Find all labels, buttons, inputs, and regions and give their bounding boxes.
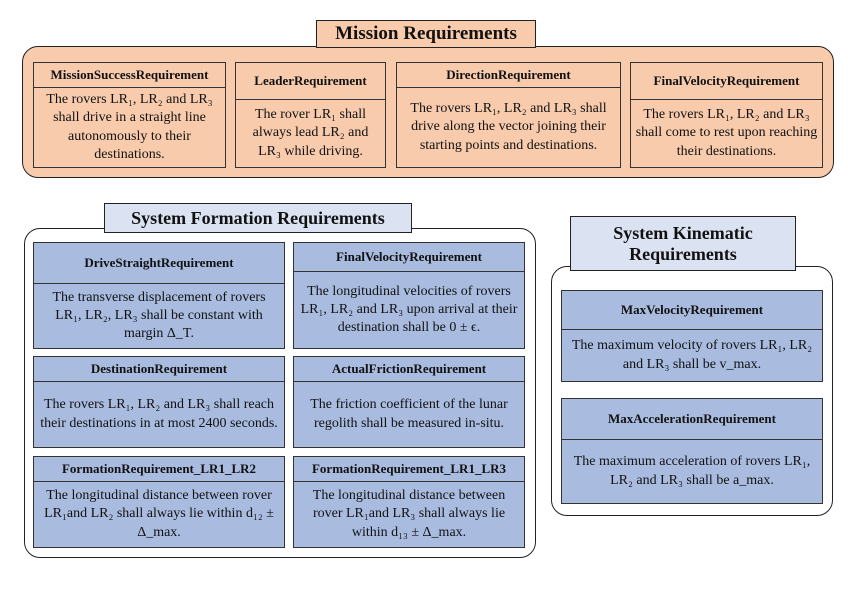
requirement-name: MaxVelocityRequirement bbox=[562, 291, 822, 330]
requirement-name: MaxAccelerationRequirement bbox=[562, 399, 822, 440]
requirement-name: DestinationRequirement bbox=[34, 357, 284, 382]
mission-final-velocity-requirement: FinalVelocityRequirement The rovers LR₁,… bbox=[630, 62, 823, 168]
requirement-name: MissionSuccessRequirement bbox=[34, 63, 225, 88]
direction-requirement: DirectionRequirement The rovers LR₁, LR₂… bbox=[396, 62, 621, 168]
requirement-text: The rovers LR₁, LR₂ and LR₃ shall reach … bbox=[40, 397, 278, 431]
leader-requirement: LeaderRequirement The rover LR₁ shall al… bbox=[235, 62, 386, 168]
formation-final-velocity-requirement: FinalVelocityRequirement The longitudina… bbox=[293, 242, 525, 349]
requirement-name: LeaderRequirement bbox=[236, 63, 385, 100]
requirement-text: The longitudinal distance between rover … bbox=[44, 488, 274, 540]
requirement-text: The friction coefficient of the lunar re… bbox=[310, 397, 508, 431]
requirement-name: FinalVelocityRequirement bbox=[294, 243, 524, 272]
drive-straight-requirement: DriveStraightRequirement The transverse … bbox=[33, 242, 285, 349]
requirement-name: FinalVelocityRequirement bbox=[631, 63, 822, 100]
requirement-text: The rovers LR₁, LR₂ and LR₃ shall drive … bbox=[410, 101, 607, 153]
requirement-text: The rovers LR₁, LR₂ and LR₃ shall drive … bbox=[46, 92, 213, 162]
requirement-name: DirectionRequirement bbox=[397, 63, 620, 88]
requirement-text: The transverse displacement of rovers LR… bbox=[52, 289, 266, 342]
destination-requirement: DestinationRequirement The rovers LR₁, L… bbox=[33, 356, 285, 448]
mission-requirements-title: Mission Requirements bbox=[316, 20, 536, 48]
formation-requirement-lr1-lr2: FormationRequirement_LR1_LR2 The longitu… bbox=[33, 456, 285, 548]
requirement-text: The longitudinal distance between rover … bbox=[312, 488, 506, 540]
requirement-name: FormationRequirement_LR1_LR3 bbox=[294, 457, 524, 482]
mission-success-requirement: MissionSuccessRequirement The rovers LR₁… bbox=[33, 62, 226, 168]
kinematic-requirements-title: System Kinematic Requirements bbox=[570, 216, 796, 271]
requirement-text: The maximum velocity of rovers LR₁, LR₂ … bbox=[571, 338, 813, 372]
requirement-name: ActualFrictionRequirement bbox=[294, 357, 524, 382]
max-velocity-requirement: MaxVelocityRequirement The maximum veloc… bbox=[561, 290, 823, 382]
requirement-text: The longitudinal velocities of rovers LR… bbox=[300, 283, 518, 336]
max-acceleration-requirement: MaxAccelerationRequirement The maximum a… bbox=[561, 398, 823, 504]
requirement-name: FormationRequirement_LR1_LR2 bbox=[34, 457, 284, 482]
formation-requirement-lr1-lr3: FormationRequirement_LR1_LR3 The longitu… bbox=[293, 456, 525, 548]
actual-friction-requirement: ActualFrictionRequirement The friction c… bbox=[293, 356, 525, 448]
requirement-text: The rovers LR₁, LR₂ and LR₃ shall come t… bbox=[635, 107, 818, 159]
requirement-text: The maximum acceleration of rovers LR₁, … bbox=[573, 454, 811, 488]
formation-requirements-title: System Formation Requirements bbox=[104, 203, 412, 233]
requirement-text: The rover LR₁ shall always lead LR₂ and … bbox=[252, 107, 369, 159]
requirement-name: DriveStraightRequirement bbox=[34, 243, 284, 284]
